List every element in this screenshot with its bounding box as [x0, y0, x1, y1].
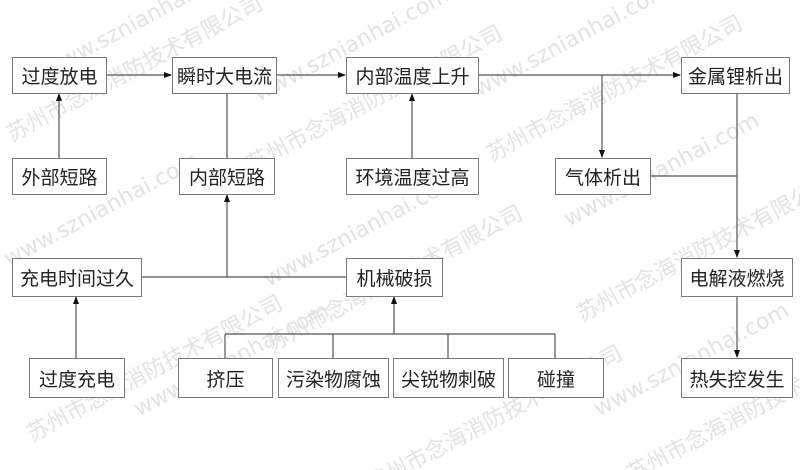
- node-instant-high-current: 瞬时大电流: [172, 57, 277, 94]
- node-label: 环境温度过高: [355, 167, 470, 189]
- node-mechanical-damage: 机械破损: [346, 258, 443, 297]
- node-label: 过度充电: [38, 368, 115, 391]
- node-internal-temp-rise: 内部温度上升: [346, 57, 479, 94]
- node-ambient-temp-high: 环境温度过高: [346, 158, 479, 195]
- node-label: 外部短路: [21, 167, 98, 189]
- node-lithium-precipitation: 金属锂析出: [681, 57, 790, 94]
- node-internal-short: 内部短路: [179, 158, 275, 195]
- node-label: 内部温度上升: [355, 66, 470, 88]
- node-label: 气体析出: [564, 167, 641, 189]
- node-label: 尖锐物刺破: [400, 368, 496, 391]
- node-label: 过度放电: [21, 66, 98, 88]
- node-crushing: 挤压: [178, 358, 273, 398]
- node-thermal-runaway: 热失控发生: [681, 358, 793, 398]
- node-charging-too-long: 充电时间过久: [12, 258, 142, 297]
- node-over-discharge: 过度放电: [12, 57, 107, 94]
- node-sharp-puncture: 尖锐物刺破: [393, 358, 504, 398]
- node-label: 内部短路: [188, 167, 265, 189]
- node-label: 挤压: [206, 368, 245, 391]
- node-label: 充电时间过久: [19, 268, 134, 290]
- node-label: 热失控发生: [689, 368, 785, 391]
- node-label: 机械破损: [356, 268, 433, 290]
- node-label: 金属锂析出: [687, 66, 783, 88]
- node-electrolyte-combustion: 电解液燃烧: [681, 258, 793, 297]
- node-label: 碰撞: [536, 368, 575, 391]
- node-overcharge: 过度充电: [29, 358, 125, 398]
- node-label: 污染物腐蚀: [285, 368, 381, 391]
- node-label: 瞬时大电流: [176, 66, 272, 88]
- node-contaminant-corrosion: 污染物腐蚀: [278, 358, 389, 398]
- node-gas-release: 气体析出: [555, 158, 651, 195]
- node-collision: 碰撞: [508, 358, 604, 398]
- node-external-short: 外部短路: [12, 158, 107, 195]
- node-label: 电解液燃烧: [689, 268, 785, 290]
